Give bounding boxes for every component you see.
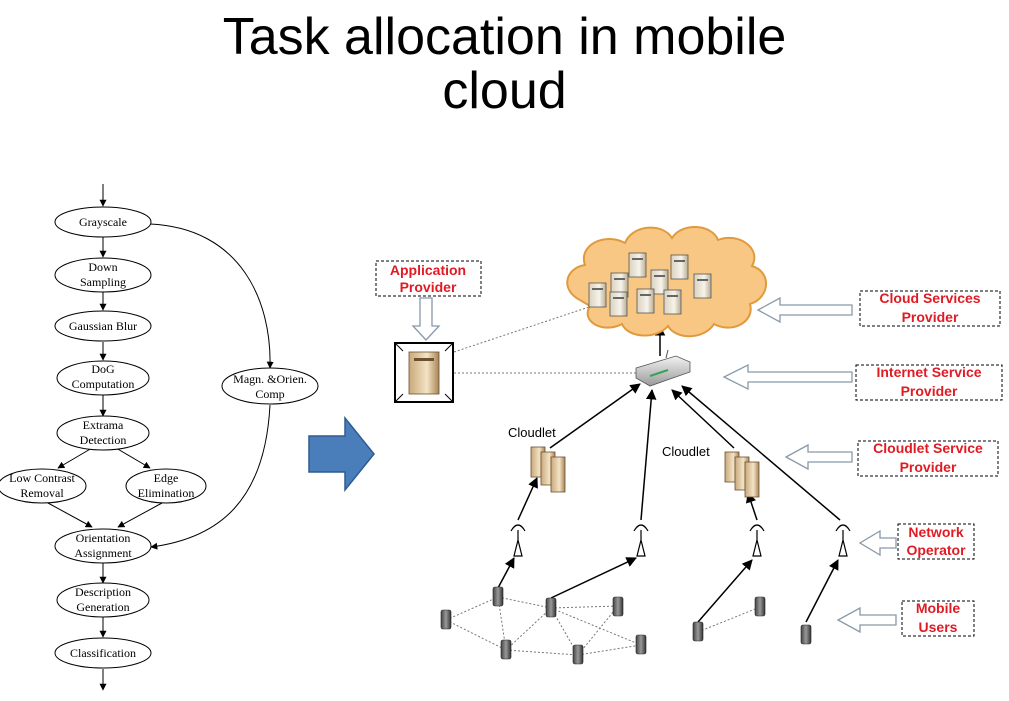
label-line: Users — [919, 619, 958, 635]
node-label: Computation — [72, 377, 135, 391]
page-title: Task allocation in mobile cloud — [0, 10, 1009, 118]
node-label: Down — [88, 260, 117, 274]
hollow-arrow-icon — [858, 529, 897, 557]
label-line: Mobile — [916, 600, 961, 616]
node-label: Detection — [80, 433, 127, 447]
node-label: Comp — [255, 387, 284, 401]
node-label: Sampling — [80, 275, 126, 289]
node-label: DoG — [91, 362, 115, 376]
node-label: Low Contrast — [9, 471, 75, 485]
node-label: Classification — [70, 646, 136, 660]
phone-icon — [754, 596, 766, 617]
server-icon — [650, 269, 669, 295]
server-icon — [693, 273, 712, 299]
node-label: Elimination — [138, 486, 195, 500]
phone-icon — [572, 644, 584, 665]
cloud-servers — [588, 252, 712, 317]
node-label: Removal — [20, 486, 64, 500]
flow-arrow-branch — [149, 223, 274, 369]
label-line: Operator — [906, 542, 966, 558]
label-line: Application — [390, 262, 466, 278]
node-label: Grayscale — [79, 215, 127, 229]
hollow-arrow-icon — [784, 443, 853, 471]
phone-icon — [500, 639, 512, 660]
node-gaussian-blur: Gaussian Blur — [54, 310, 152, 342]
label-line: Cloud Services — [879, 290, 980, 306]
node-orientation-assignment: Orientation Assignment — [54, 528, 152, 564]
phone-icon — [612, 596, 624, 617]
server-icon — [670, 254, 689, 280]
node-low-contrast-removal: Low Contrast Removal — [0, 468, 87, 504]
flow-arrow — [47, 502, 93, 528]
antenna-icon — [633, 524, 649, 557]
node-classification: Classification — [54, 637, 152, 669]
flow-arrow — [115, 447, 151, 469]
dotted-links — [445, 304, 761, 656]
label-line: Internet Service — [876, 364, 981, 380]
antenna-icon — [749, 524, 765, 557]
node-dog-computation: DoG Computation — [56, 360, 150, 396]
hollow-arrow-icon — [411, 297, 441, 341]
cloudlet-server-icon-right — [724, 451, 760, 498]
transition-arrow-icon — [308, 415, 375, 493]
phone-icon — [492, 586, 504, 607]
mobile-users-label: Mobile Users — [901, 600, 975, 637]
node-label: Generation — [76, 600, 129, 614]
label-line: Provider — [900, 459, 957, 475]
hollow-arrow-icon — [722, 363, 853, 391]
cloudlet-server-icon-left — [530, 446, 566, 493]
node-label: Edge — [154, 471, 179, 485]
node-label: Description — [75, 585, 131, 599]
server-icon — [663, 289, 682, 315]
label-line: Network — [908, 524, 963, 540]
network-operator-label: Network Operator — [897, 523, 975, 560]
antenna-icon — [510, 524, 526, 557]
label-line: Provider — [901, 383, 958, 399]
server-icon — [636, 288, 655, 314]
hollow-arrow-icon — [756, 296, 853, 324]
phone-icon — [440, 609, 452, 630]
hollow-arrow-icon — [836, 606, 897, 634]
application-provider-label: Application Provider — [375, 260, 482, 297]
cloudlet-label-right: Cloudlet — [662, 444, 710, 459]
flow-arrow — [117, 502, 163, 528]
node-label: Assignment — [74, 546, 132, 560]
node-edge-elimination: Edge Elimination — [125, 468, 207, 504]
node-extrama-detection: Extrama Detection — [56, 415, 150, 451]
title-line-2: cloud — [442, 62, 567, 120]
node-label: Gaussian Blur — [69, 319, 137, 333]
server-icon — [588, 282, 607, 308]
mobile-phones — [440, 586, 812, 665]
label-line: Provider — [902, 309, 959, 325]
phone-icon — [800, 624, 812, 645]
cloud-services-provider-label: Cloud Services Provider — [859, 290, 1001, 327]
internet-service-provider-label: Internet Service Provider — [855, 364, 1003, 401]
server-icon — [609, 291, 628, 317]
router-icon — [635, 349, 691, 387]
node-magn-orien: Magn. &Orien. Comp — [221, 367, 319, 405]
flow-arrow — [57, 447, 93, 469]
network-diagram: Cloudlet Cloudlet — [375, 225, 1003, 665]
antenna-icon — [835, 524, 851, 557]
phone-icon — [692, 621, 704, 642]
node-label: Magn. &Orien. — [233, 372, 307, 386]
cloudlet-service-provider-label: Cloudlet Service Provider — [857, 440, 999, 477]
flowchart: Grayscale Down Sampling Gaussian Blur Do… — [0, 184, 319, 691]
flow-arrow-merge — [150, 404, 271, 550]
server-icon — [628, 252, 647, 278]
network-arrows — [497, 324, 841, 623]
node-down-sampling: Down Sampling — [54, 257, 152, 293]
title-line-1: Task allocation in mobile — [222, 8, 787, 66]
node-label: Orientation — [76, 531, 131, 545]
application-server-icon — [394, 342, 454, 403]
label-line: Provider — [400, 279, 457, 295]
node-grayscale: Grayscale — [54, 206, 152, 238]
node-description-generation: Description Generation — [56, 582, 150, 618]
phone-icon — [635, 634, 647, 655]
phone-icon — [545, 597, 557, 618]
cloudlet-label-left: Cloudlet — [508, 425, 556, 440]
label-line: Cloudlet Service — [873, 440, 983, 456]
node-label: Extrama — [83, 418, 124, 432]
